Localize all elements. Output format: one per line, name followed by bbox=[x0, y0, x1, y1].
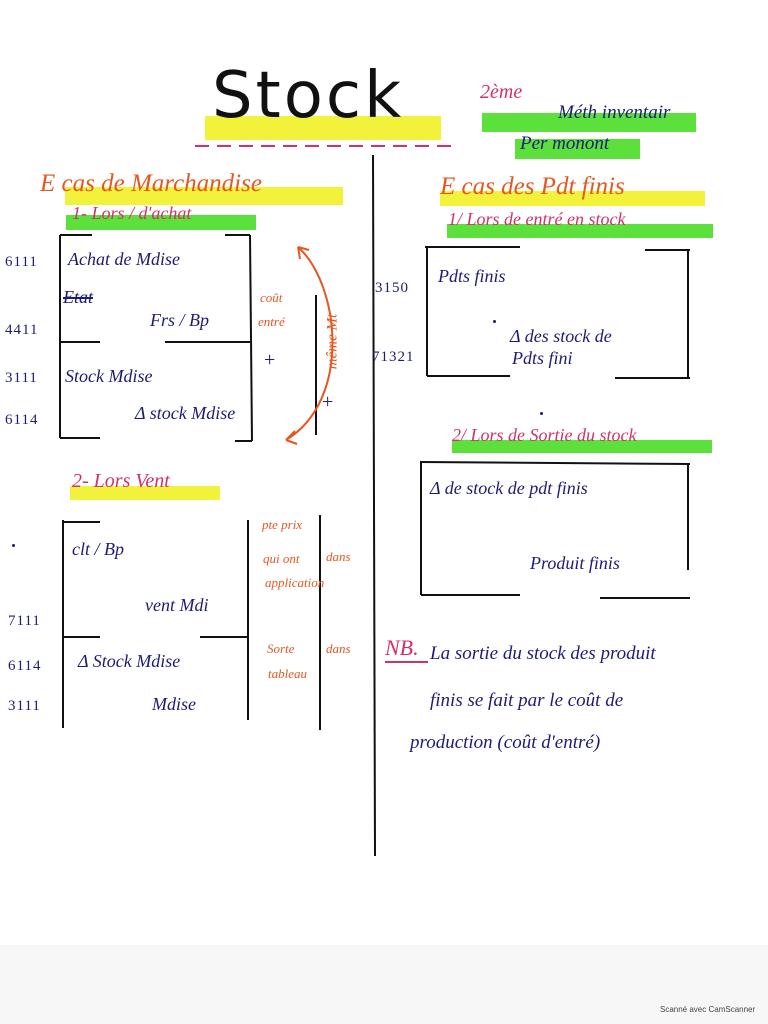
scanner-watermark: Scanné avec CamScanner bbox=[660, 1005, 756, 1014]
margin-note: dans bbox=[326, 549, 351, 564]
nb-text-line: La sortie du stock des produit bbox=[430, 643, 656, 664]
method-highlight bbox=[482, 113, 696, 132]
entry-line: Δ Stock Mdise bbox=[78, 651, 181, 671]
margin-note: entré bbox=[258, 314, 285, 329]
purchase-heading-highlight bbox=[66, 215, 256, 230]
margin-note: qui ont bbox=[263, 551, 300, 566]
plus-sign: + bbox=[322, 391, 334, 413]
account-number: 71321 bbox=[372, 349, 415, 365]
exit-heading: 2/ Lors de Sortie du stock bbox=[452, 425, 637, 445]
margin-note: coût bbox=[260, 290, 283, 305]
nb-text-line: finis se fait par le coût de bbox=[430, 690, 624, 711]
entry-line: Δ de stock de pdt finis bbox=[430, 478, 588, 498]
center-divider bbox=[372, 154, 376, 857]
account-number: 6111 bbox=[5, 254, 38, 270]
finished-goods-heading: E cas des Pdt finis bbox=[440, 173, 625, 200]
sale-heading-highlight bbox=[70, 486, 220, 500]
page-title: Stock bbox=[212, 59, 405, 133]
entry-heading-highlight bbox=[447, 224, 713, 238]
entry-line: Δ des stock de bbox=[510, 326, 612, 346]
margin-note: application bbox=[265, 575, 325, 590]
struck-entry-line: Etat bbox=[63, 287, 93, 307]
method-label: Méth inventair bbox=[558, 102, 671, 123]
method-type-highlight bbox=[515, 139, 640, 159]
entry-line: Pdts fini bbox=[512, 348, 573, 368]
account-number: 3111 bbox=[8, 698, 41, 714]
account-number: 6114 bbox=[8, 658, 42, 674]
title-highlight bbox=[205, 116, 441, 140]
nb-label: NB. bbox=[385, 635, 419, 660]
account-number: 7111 bbox=[8, 613, 41, 629]
sale-heading: 2- Lors Vent bbox=[72, 470, 170, 492]
margin-note: pte prix bbox=[262, 517, 303, 532]
purchase-heading: 1- Lors / d'achat bbox=[72, 203, 192, 223]
margin-note: Sorte bbox=[267, 641, 295, 656]
margin-note: dans bbox=[326, 641, 351, 656]
account-number: 3150 bbox=[375, 280, 409, 296]
ink-dot bbox=[540, 412, 543, 415]
method-type-label: Per monont bbox=[520, 133, 610, 154]
entry-line: Δ stock Mdise bbox=[135, 403, 236, 423]
margin-note-vertical: même Mt bbox=[324, 313, 341, 370]
entry-line: Mdise bbox=[152, 694, 196, 714]
account-number: 6114 bbox=[5, 412, 39, 428]
merchandise-heading-highlight bbox=[65, 187, 343, 205]
entry-line: Stock Mdise bbox=[65, 366, 153, 386]
entry-line: Achat de Mdise bbox=[68, 249, 180, 269]
account-number: 3111 bbox=[5, 370, 38, 386]
ink-dot bbox=[493, 320, 496, 323]
account-number: 4411 bbox=[5, 322, 39, 338]
ink-dot bbox=[12, 544, 15, 547]
merchandise-heading: E cas de Marchandise bbox=[40, 170, 262, 197]
entry-line: Frs / Bp bbox=[150, 310, 210, 330]
entry-line: vent Mdi bbox=[145, 595, 209, 615]
finished-goods-heading-highlight bbox=[440, 191, 705, 206]
nb-text-line: production (coût d'entré) bbox=[410, 732, 601, 753]
plus-sign: + bbox=[264, 349, 276, 371]
exit-heading-highlight bbox=[452, 440, 712, 453]
entry-heading: 1/ Lors de entré en stock bbox=[448, 209, 626, 229]
entry-line: clt / Bp bbox=[72, 539, 124, 559]
margin-note: tableau bbox=[268, 666, 307, 681]
scan-bottom-band bbox=[0, 945, 768, 1024]
method-ordinal: 2ème bbox=[480, 81, 523, 103]
entry-line: Pdts finis bbox=[438, 266, 506, 286]
entry-line: Produit finis bbox=[530, 553, 620, 573]
